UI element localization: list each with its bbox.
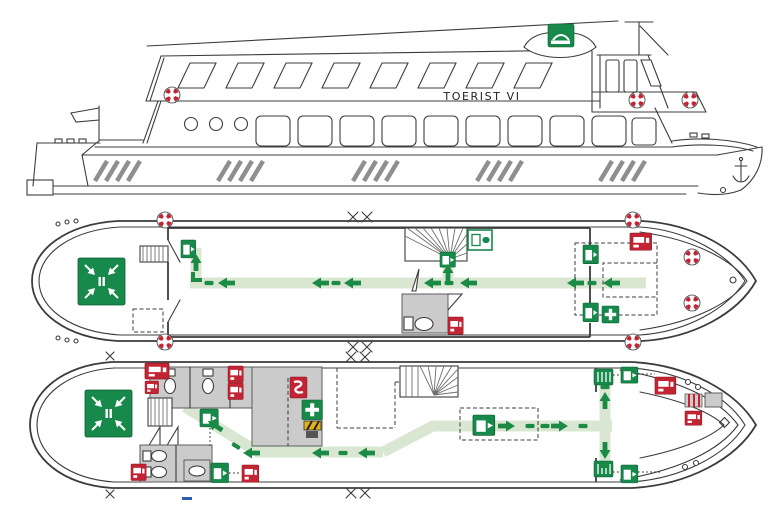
escape-route-arrows <box>190 254 620 289</box>
upper-deck-hull-inner <box>38 226 746 336</box>
first-aid-icon <box>601 305 620 324</box>
exit-sign-icon <box>582 244 599 265</box>
superstructure-lines <box>94 20 673 148</box>
flag <box>70 105 100 141</box>
anchor-icon <box>732 156 750 183</box>
upper-deck-plan <box>31 211 758 353</box>
stern-stairs <box>147 397 173 427</box>
fire-equipment-icon <box>629 232 653 251</box>
fire-equipment-icon <box>241 464 260 483</box>
fire-equipment-icon <box>130 463 147 482</box>
fire-equipment-icon <box>144 380 160 395</box>
fire-equipment-icon <box>654 376 677 395</box>
spiral-staircase <box>404 227 468 262</box>
dashed-area <box>132 308 164 333</box>
wc-room <box>401 268 464 334</box>
stern-stairs <box>139 245 169 263</box>
life-buoy-icon <box>625 212 641 228</box>
fire-equipment-icon <box>447 316 464 335</box>
cabin-walls <box>167 227 748 338</box>
mast <box>624 21 669 56</box>
life-buoy-icon <box>684 295 700 311</box>
exit-sign-icon <box>180 239 197 259</box>
exit-sign-icon <box>210 462 230 484</box>
blue-mark <box>182 497 192 500</box>
striped-box <box>684 393 703 408</box>
life-buoy-icon <box>157 212 173 228</box>
stair-exit-icon <box>593 368 614 386</box>
upper-deck-hull-outline <box>31 220 758 342</box>
profile-view: TOERIST VI <box>26 20 763 196</box>
life-buoy-icon <box>157 334 173 350</box>
deck-fittings <box>105 351 731 499</box>
exit-sign-icon <box>620 464 639 484</box>
aed-box-icon <box>303 420 322 438</box>
spiral-staircase <box>399 365 459 398</box>
exit-sign-icon <box>582 302 599 323</box>
exit-door-icon <box>467 229 493 251</box>
fire-hose-reel-icon <box>288 375 309 400</box>
assembly-station-icon <box>84 389 133 438</box>
dashed-area <box>459 407 539 441</box>
fire-equipment-icon <box>684 410 703 426</box>
lower-deck-plan <box>29 351 758 500</box>
fire-equipment-icon <box>227 382 244 401</box>
exit-sign-icon <box>620 366 639 384</box>
hull <box>26 107 763 196</box>
corridor-dashed-lines <box>209 368 660 474</box>
assembly-station-icon <box>77 257 126 306</box>
exit-sign-icon <box>472 414 496 437</box>
wheelhouse <box>591 50 707 113</box>
life-buoy-icon <box>682 92 698 108</box>
life-buoy-icon <box>684 249 700 265</box>
fire-equipment-icon <box>227 365 244 384</box>
first-aid-icon <box>301 399 323 421</box>
ship-name-label: TOERIST VI <box>442 90 520 103</box>
lower-deck-hull-outline <box>29 361 758 489</box>
life-buoy-icon <box>164 87 180 103</box>
deck-fittings <box>55 211 737 353</box>
life-buoy-icon <box>625 334 641 350</box>
fire-equipment-icon <box>144 362 170 380</box>
stair-exit-icon <box>593 460 614 478</box>
saloon-windows <box>177 62 553 89</box>
main-deck-windows <box>183 115 657 147</box>
life-raft-icon <box>523 23 597 59</box>
life-buoy-icon <box>629 92 645 108</box>
wc-rooms <box>139 444 213 483</box>
